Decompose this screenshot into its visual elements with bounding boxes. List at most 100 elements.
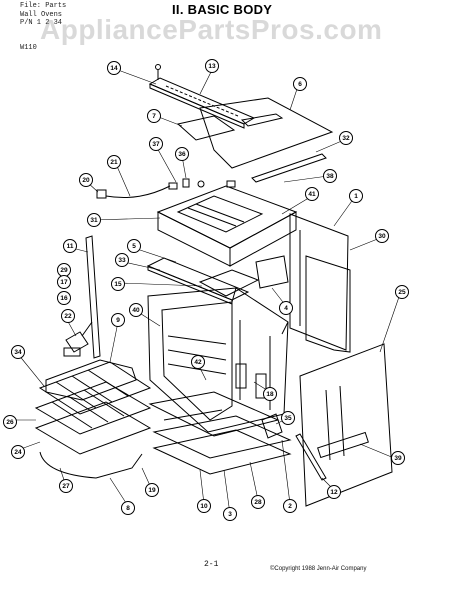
callout-label: 19 [148,487,156,494]
callout-35: 35 [281,411,295,425]
callout-10: 10 [197,499,211,513]
callout-29: 29 [57,263,71,277]
callout-label: 42 [194,359,202,366]
callout-label: 7 [152,113,156,120]
blower-bracket [255,255,289,289]
callout-label: 18 [266,391,274,398]
callout-label: 24 [14,449,22,456]
callout-label: 22 [64,313,72,320]
rear-bracket [251,153,327,183]
callout-label: 33 [118,257,126,264]
callout-31: 31 [87,213,101,227]
callout-36: 36 [175,147,189,161]
callout-6: 6 [293,77,307,91]
callout-label: 4 [284,305,288,312]
callout-7: 7 [147,109,161,123]
callout-34: 34 [11,345,25,359]
file-header: File: Parts Wall Ovens P/N 1 2 34 [20,2,66,28]
callout-3: 3 [223,507,237,521]
callout-label: 39 [394,455,402,462]
side-trim-strip [85,235,101,359]
callout-label: 40 [132,307,140,314]
callout-label: 31 [90,217,98,224]
callout-label: 3 [228,511,232,518]
vent-duct [198,269,260,297]
callout-label: 14 [110,65,118,72]
callout-2: 2 [283,499,297,513]
callout-label: 12 [330,489,338,496]
callout-label: 16 [60,295,68,302]
callout-42: 42 [191,355,205,369]
callout-22: 22 [61,309,75,323]
callout-33: 33 [115,253,129,267]
model-number: W110 [20,44,37,52]
pn-line: P/N 1 2 34 [20,19,63,27]
callout-17: 17 [57,275,71,289]
callout-21: 21 [107,155,121,169]
callout-label: 10 [200,503,208,510]
callout-24: 24 [11,445,25,459]
callout-12: 12 [327,485,341,499]
callout-label: 35 [284,415,292,422]
callout-4: 4 [279,301,293,315]
wire-harness [96,185,171,199]
callout-label: 36 [178,151,186,158]
callout-label: 2 [288,503,292,510]
callout-28: 28 [251,495,265,509]
rear-panel [299,343,393,507]
page-number: 2-1 [204,560,219,569]
page-title: II. BASIC BODY [172,2,273,17]
copyright-notice: ©Copyright 1988 Jenn-Air Company [270,566,367,572]
door-hinge [235,363,267,399]
callout-30: 30 [375,229,389,243]
callout-label: 38 [326,173,334,180]
bottom-trim-strip [295,433,327,481]
callout-5: 5 [127,239,141,253]
callout-label: 29 [60,267,68,274]
callout-32: 32 [339,131,353,145]
callout-20: 20 [79,173,93,187]
heat-shield-bracket [261,413,283,439]
callout-label: 30 [378,233,386,240]
callout-label: 13 [208,63,216,70]
callout-label: 9 [116,317,120,324]
callout-16: 16 [57,291,71,305]
callout-label: 15 [114,281,122,288]
callout-11: 11 [63,239,77,253]
callout-40: 40 [129,303,143,317]
callout-label: 20 [82,177,90,184]
callout-26: 26 [3,415,17,429]
callout-9: 9 [111,313,125,327]
callout-label: 26 [6,419,14,426]
callout-25: 25 [395,285,409,299]
watermark-text: AppliancePartsPros.com [40,14,383,45]
callout-13: 13 [205,59,219,73]
oven-top-assembly [156,185,298,267]
bottom-panels [148,391,292,475]
callout-15: 15 [111,277,125,291]
callout-label: 34 [14,349,22,356]
fasteners [168,178,236,190]
callout-label: 25 [398,289,406,296]
door-switch [63,321,93,357]
callout-label: 32 [342,135,350,142]
callout-38: 38 [323,169,337,183]
callout-1: 1 [349,189,363,203]
oven-racks [34,361,152,455]
callout-label: 8 [126,505,130,512]
callout-label: 1 [354,193,358,200]
callout-27: 27 [59,479,73,493]
file-line: File: Parts [20,2,67,10]
side-panel [289,213,351,353]
callout-19: 19 [145,483,159,497]
callout-label: 41 [308,191,316,198]
callout-label: 21 [110,159,118,166]
callout-39: 39 [391,451,405,465]
callout-label: 28 [254,499,262,506]
insulation-plate [176,115,236,141]
callout-14: 14 [107,61,121,75]
callout-18: 18 [263,387,277,401]
top-panel [199,97,334,169]
callout-label: 11 [67,243,74,250]
